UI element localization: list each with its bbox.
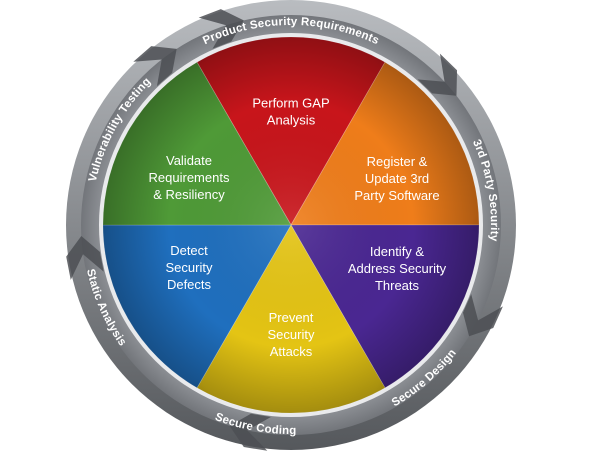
ring-arrow-2 (417, 53, 458, 96)
wedge-label-line: Validate (166, 153, 212, 168)
wedge-shade-gap (197, 37, 385, 225)
wedge-label-line: Prevent (269, 310, 314, 325)
wedge-shade-third-party (291, 62, 479, 225)
wedge-label-line: Security (268, 327, 315, 342)
wedge-label-line: Security (166, 260, 213, 275)
wedge-shade-threats (291, 225, 479, 388)
wedge-label-line: Identify & (370, 244, 425, 259)
wedge-shade-attacks (197, 225, 385, 413)
ring-arrow-3 (462, 294, 503, 337)
wedge-label-line: Analysis (267, 113, 316, 128)
wedge-label-line: & Resiliency (153, 187, 225, 202)
wedge-label-line: Register & (367, 154, 428, 169)
ring-arrow-1 (198, 9, 244, 49)
wedge-label-line: Threats (375, 278, 420, 293)
ring-arrow-5 (66, 235, 104, 280)
wedge-label-line: Update 3rd (365, 171, 429, 186)
wedge-label-line: Party Software (354, 188, 439, 203)
wedge-label-gap: Perform GAP Analysis (252, 96, 329, 128)
wedge-label-line: Perform GAP (252, 96, 329, 111)
wedge-label-line: Attacks (270, 344, 313, 359)
wedge-label-line: Defects (167, 277, 212, 292)
wedge-shade-defects (102, 225, 291, 388)
wedge-label-line: Requirements (149, 170, 230, 185)
wedge-shade-validate (103, 62, 291, 225)
ring-arrow-6 (133, 46, 177, 87)
wedge-label-line: Address Security (348, 261, 447, 276)
wedge-label-line: Detect (170, 243, 208, 258)
ring-arrow-4 (229, 413, 271, 451)
